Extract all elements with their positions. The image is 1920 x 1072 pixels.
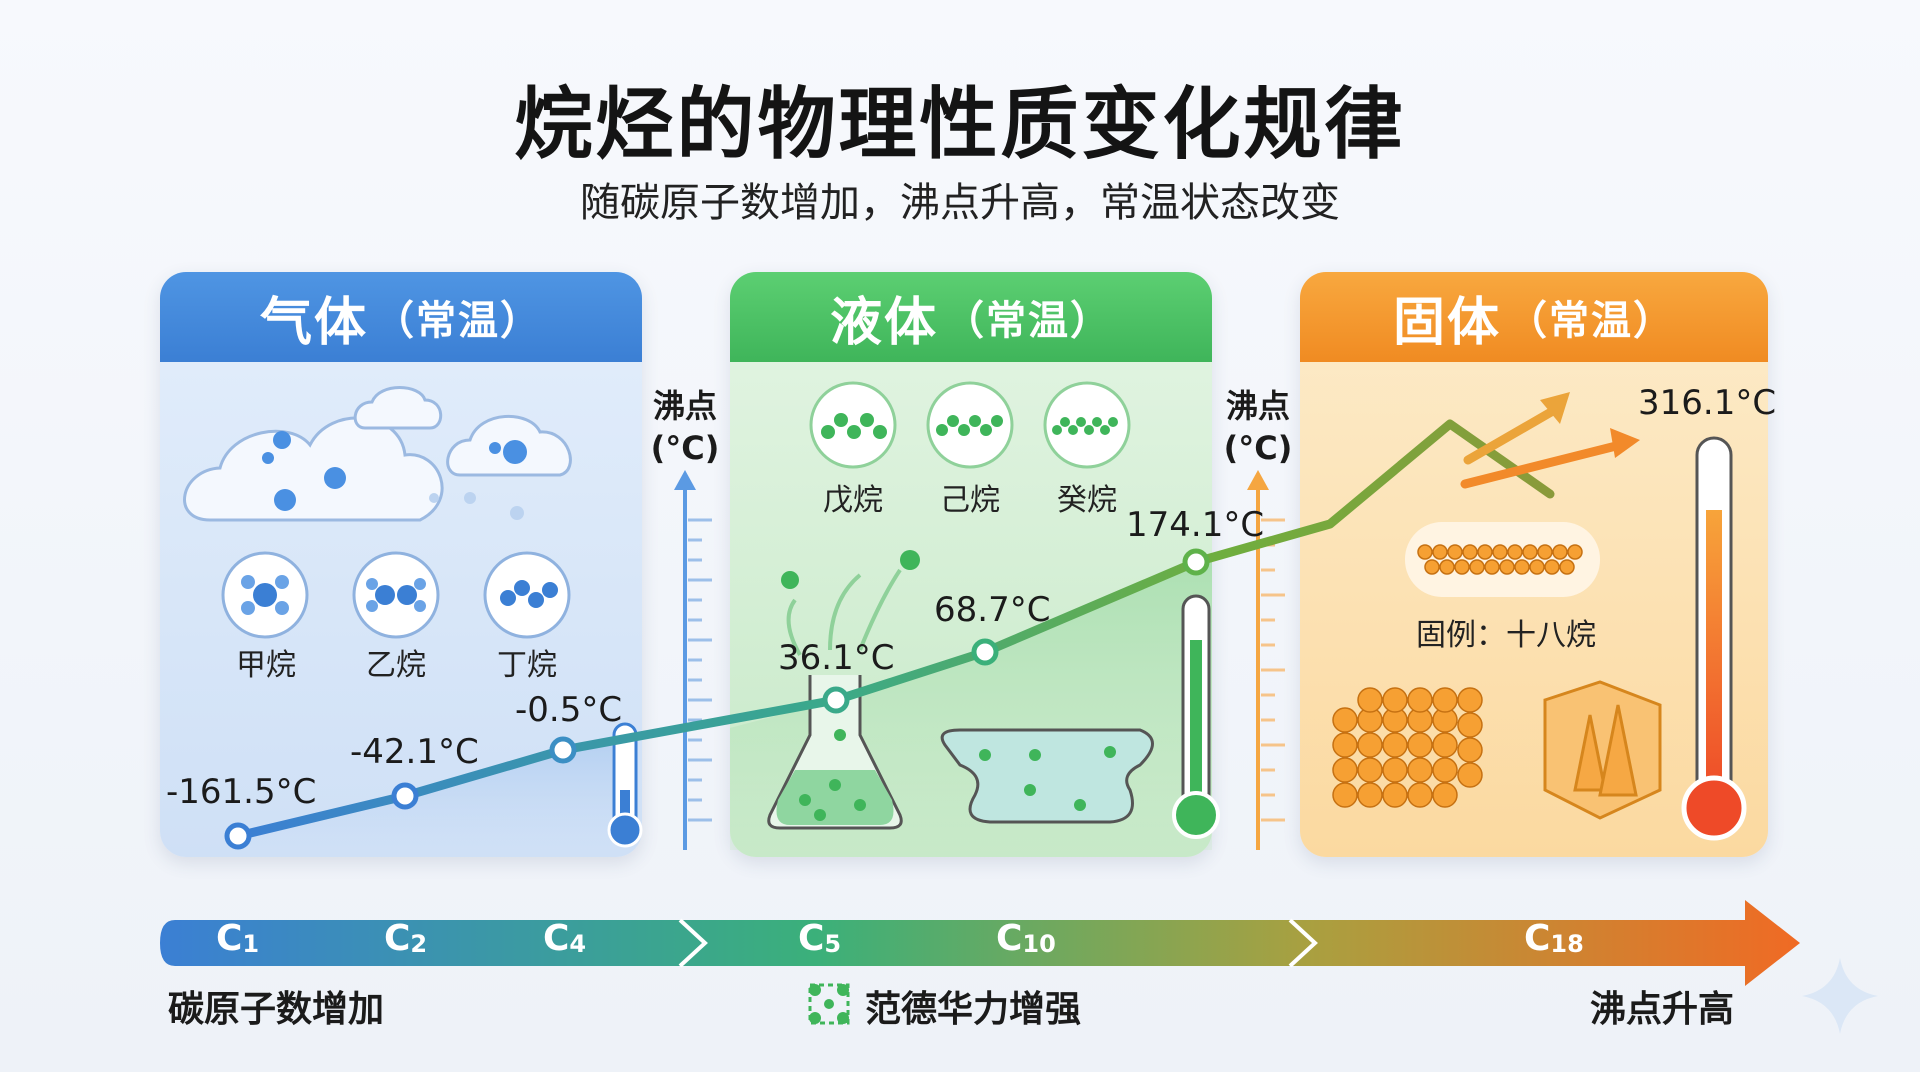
rising-arrows — [1460, 392, 1640, 489]
crystal-icon — [1543, 680, 1662, 820]
crystal-lattice-icon — [1332, 687, 1483, 808]
axis-title-line1: 沸点 — [1225, 387, 1290, 425]
bp-label-butane: -0.5°C — [515, 690, 623, 730]
bp-label-methane: -161.5°C — [166, 772, 317, 812]
sparkle-icon — [1802, 958, 1878, 1034]
octadecane-label: 固例：十八烷 — [1416, 618, 1596, 653]
liquid-puddle-icon — [940, 728, 1154, 824]
footer-carbon-increase: 碳原子数增加 — [168, 989, 385, 1030]
footer-vanderwaals: 范德华力增强 — [865, 989, 1082, 1030]
butane-icon — [483, 551, 571, 639]
carbon-label-c2: C2 — [384, 918, 428, 959]
carbon-label-c5: C5 — [798, 918, 842, 959]
vanderwaals-icon — [808, 983, 850, 1025]
page-title: 烷烃的物理性质变化规律 — [514, 80, 1406, 170]
butane-label: 丁烷 — [497, 648, 557, 683]
boiling-axis-title-liquid: 沸点 (°C) — [1218, 385, 1298, 469]
solid-panel-header: 固体 （常温） — [1300, 272, 1768, 362]
axis-title-line1: 沸点 — [652, 387, 717, 425]
ethane-icon — [352, 551, 440, 639]
liquid-panel-title: 液体 — [829, 292, 938, 353]
pentane-label: 戊烷 — [823, 483, 883, 518]
solid-thermometer-icon — [1681, 436, 1747, 841]
pentane-icon — [809, 381, 897, 469]
liquid-panel-header: 液体 （常温） — [730, 272, 1212, 362]
solid-panel-title: 固体 — [1392, 292, 1501, 353]
bp-label-hexane: 68.7°C — [934, 590, 1051, 630]
decane-label: 癸烷 — [1057, 483, 1117, 518]
carbon-label-c10: C10 — [996, 918, 1056, 959]
gas-panel-title: 气体 — [259, 292, 368, 353]
liquid-panel-note: （常温） — [944, 298, 1112, 344]
ethane-label: 乙烷 — [366, 648, 426, 683]
gas-molecules-icon — [262, 431, 527, 520]
data-point-markers — [224, 548, 1210, 850]
hexane-icon — [926, 381, 1014, 469]
carbon-label-c4: C4 — [543, 918, 587, 959]
boiling-axis-title-gas: 沸点 (°C) — [645, 385, 725, 469]
solid-panel: 固体 （常温） — [1300, 272, 1768, 857]
methane-label: 甲烷 — [236, 648, 296, 683]
bp-label-pentane: 36.1°C — [778, 638, 895, 678]
axis-title-line2: (°C) — [650, 429, 720, 467]
gas-thermometer-icon — [607, 722, 643, 848]
carbon-label-c1: C1 — [216, 918, 260, 959]
bp-label-decane: 174.1°C — [1126, 505, 1265, 545]
octadecane-icon — [1405, 522, 1600, 597]
flask-icon — [767, 550, 920, 830]
gas-panel-header: 气体 （常温） — [160, 272, 642, 362]
solid-panel-note: （常温） — [1507, 298, 1675, 344]
page-subtitle: 随碳原子数增加，沸点升高，常温状态改变 — [580, 180, 1340, 226]
methane-icon — [221, 551, 309, 639]
liquid-thermometer-icon — [1172, 594, 1220, 839]
bp-label-octadecane: 316.1°C — [1638, 383, 1777, 423]
carbon-number-arrow — [160, 900, 1800, 986]
footer-bp-rise: 沸点升高 — [1590, 989, 1735, 1030]
carbon-label-c18: C18 — [1524, 918, 1584, 959]
hexane-label: 己烷 — [940, 483, 1000, 518]
decane-icon — [1043, 381, 1131, 469]
axis-title-line2: (°C) — [1223, 429, 1293, 467]
gas-panel-note: （常温） — [374, 298, 542, 344]
bp-label-ethane: -42.1°C — [350, 732, 479, 772]
gas-boiling-axis — [674, 470, 712, 850]
